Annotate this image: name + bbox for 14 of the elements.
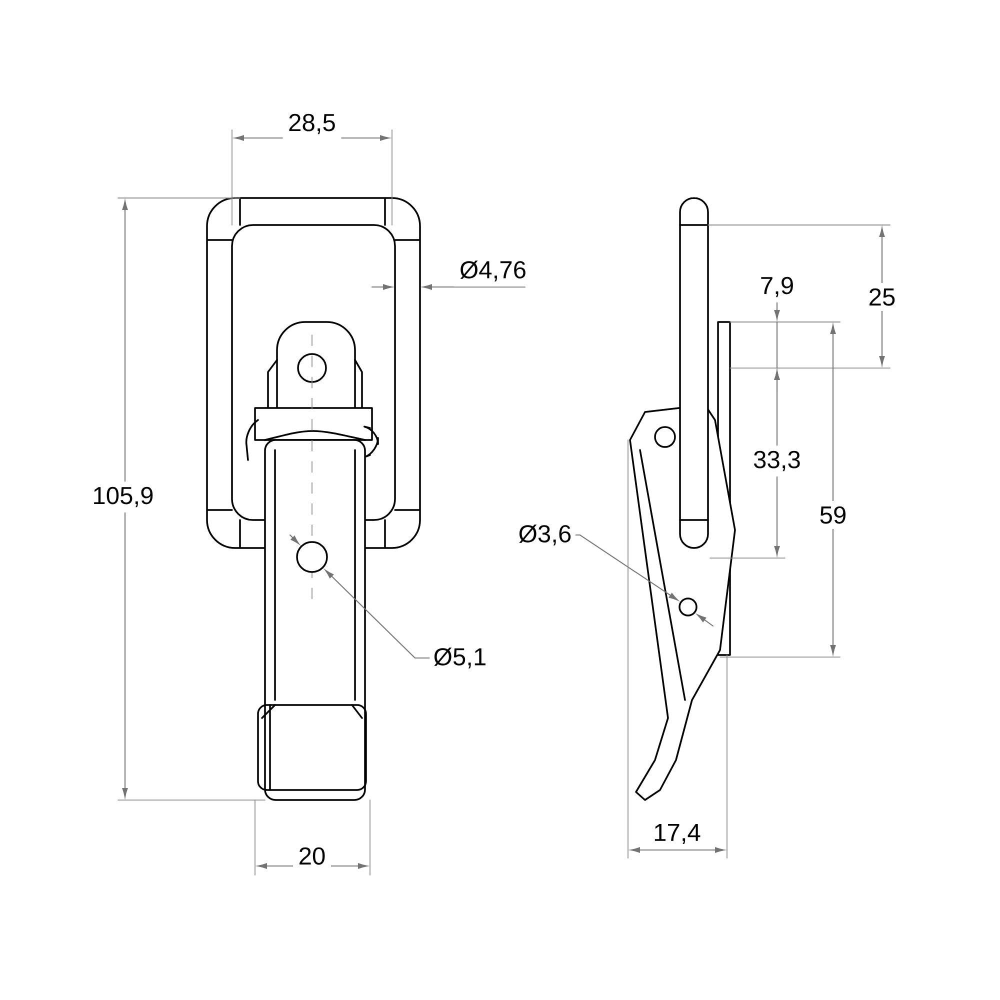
dimension-label: Ø4,76: [454, 255, 532, 287]
dimension-label: 20: [293, 842, 331, 870]
dimension-label: Ø3,6: [519, 524, 571, 546]
dimension-label: 17,4: [648, 818, 706, 850]
dimension-label: Ø5,1: [434, 648, 486, 668]
dimension-label: 105,9: [86, 482, 160, 512]
leader-line: [575, 534, 678, 601]
leader-line: [325, 570, 430, 659]
dimension-label: 59: [814, 501, 852, 529]
dimension-label: 33,3: [748, 446, 806, 476]
dimension-label: 25: [863, 283, 901, 311]
hole: [296, 541, 328, 573]
dimension-label: 28,5: [282, 108, 342, 140]
dimension-label: 7,9: [754, 272, 800, 302]
